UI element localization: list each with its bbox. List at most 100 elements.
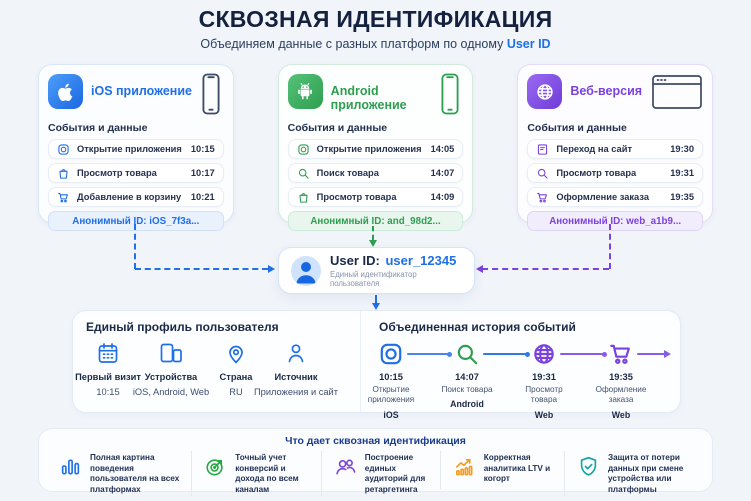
event-time: 14:09 bbox=[430, 192, 455, 202]
benefit-accurate-conversions: Точный учет конверсий и дохода по всем к… bbox=[191, 451, 321, 496]
user-id-card: User ID: user_12345 Единый идентификатор… bbox=[278, 247, 475, 294]
user-avatar-icon bbox=[291, 255, 321, 286]
platform-cards-row: iOS приложение События и данные Открытие… bbox=[38, 64, 714, 231]
person-icon bbox=[248, 341, 344, 366]
field-value: RU bbox=[229, 387, 243, 397]
field-value: iOS, Android, Web bbox=[132, 387, 210, 397]
event-label: Просмотр товара bbox=[556, 168, 637, 178]
arrowhead-left-icon bbox=[476, 265, 483, 273]
user-id-value: user_12345 bbox=[385, 253, 457, 268]
cart-icon bbox=[536, 191, 549, 204]
android-event-row-3: Просмотр товара 14:09 bbox=[287, 187, 464, 207]
smartphone-icon bbox=[437, 72, 463, 116]
page-title: СКВОЗНАЯ ИДЕНТИФИКАЦИЯ bbox=[198, 6, 553, 32]
bag-icon bbox=[297, 191, 310, 204]
benefit-text: Корректная аналитика LTV и когорт bbox=[483, 453, 551, 484]
arrowhead-right-icon bbox=[268, 265, 275, 273]
user-id-description: Единый идентификатор пользователя bbox=[330, 270, 417, 288]
ios-to-userid-arrow bbox=[134, 224, 136, 269]
subtitle-userid-highlight: User ID bbox=[506, 37, 551, 51]
android-anonymous-id-badge: Анонимный ID: and_98d2... bbox=[287, 211, 464, 231]
event-label: Просмотр товара bbox=[316, 192, 397, 202]
profile-field-source: Источник Приложения и сайт bbox=[248, 341, 344, 397]
event-time: 19:31 bbox=[532, 372, 556, 382]
event-label: Открытие приложения bbox=[367, 385, 415, 405]
trend-up-icon bbox=[453, 455, 476, 478]
event-label: Открытие приложения bbox=[77, 144, 182, 154]
timeline-connector bbox=[407, 351, 452, 357]
benefit-full-picture: Полная картина поведения пользователя на… bbox=[47, 451, 191, 496]
bar-chart-icon bbox=[59, 455, 82, 478]
android-card-title: Android приложение bbox=[330, 84, 407, 112]
timeline-connector bbox=[483, 351, 530, 357]
event-time: 14:07 bbox=[430, 168, 455, 178]
target-icon bbox=[204, 455, 227, 478]
globe-icon bbox=[527, 74, 563, 109]
userid-to-panel-arrow bbox=[375, 295, 377, 304]
ios-events-label: События и данные bbox=[48, 122, 148, 134]
web-to-userid-arrow bbox=[609, 224, 611, 269]
smartphone-icon bbox=[198, 72, 224, 116]
event-platform: Web bbox=[611, 409, 631, 420]
event-time: 10:15 bbox=[190, 144, 215, 154]
ios-to-userid-arrow bbox=[135, 268, 268, 270]
audience-icon bbox=[334, 455, 357, 478]
event-label: Переход на сайт bbox=[556, 144, 632, 154]
event-label: Поиск товара bbox=[441, 385, 493, 394]
ios-platform-card: iOS приложение События и данные Открытие… bbox=[38, 64, 234, 231]
android-events-label: События и данные bbox=[287, 122, 388, 134]
app-open-icon bbox=[57, 143, 70, 156]
field-label: Первый визит bbox=[75, 372, 141, 382]
calendar-icon bbox=[68, 341, 148, 366]
android-to-userid-arrow bbox=[372, 226, 374, 240]
web-anonymous-id-badge: Анонимный ID: web_a1b9... bbox=[527, 211, 704, 231]
search-icon bbox=[435, 341, 499, 367]
profile-field-devices: Устройства iOS, Android, Web bbox=[131, 341, 211, 397]
history-title: Объединенная история событий bbox=[379, 320, 576, 334]
web-card-header: Веб-версия bbox=[527, 72, 703, 118]
unified-data-panel: Единый профиль пользователя Первый визит… bbox=[72, 310, 681, 420]
android-event-row-1: Открытие приложения 14:05 bbox=[287, 139, 464, 159]
search-icon bbox=[297, 167, 310, 180]
app-open-icon bbox=[359, 341, 423, 367]
event-label: Поиск товара bbox=[316, 168, 379, 178]
ios-event-row-1: Открытие приложения 10:15 bbox=[48, 139, 224, 159]
bag-icon bbox=[57, 167, 70, 180]
page-subtitle: Объединяем данные с разных платформ по о… bbox=[0, 37, 751, 51]
event-time: 19:35 bbox=[670, 192, 695, 202]
benefits-row: Полная картина поведения пользователя на… bbox=[47, 451, 704, 496]
event-time: 10:21 bbox=[190, 192, 215, 202]
event-time: 10:15 bbox=[379, 372, 403, 382]
ios-event-row-3: Добавление в корзину 10:21 bbox=[48, 187, 224, 207]
browser-icon bbox=[651, 72, 703, 112]
user-id-text: User ID: user_12345 Единый идентификатор… bbox=[330, 253, 462, 288]
ios-card-title: iOS приложение bbox=[91, 84, 192, 98]
history-event-4: 19:35 Оформление заказа Web bbox=[589, 341, 653, 420]
benefits-panel: Что дает сквозная идентификация Полная к… bbox=[38, 428, 713, 496]
field-label: Страна bbox=[219, 372, 253, 382]
location-pin-icon bbox=[196, 341, 276, 366]
field-label: Источник bbox=[274, 372, 318, 382]
web-card-title: Веб-версия bbox=[570, 84, 643, 98]
timeline-connector-arrow bbox=[637, 350, 671, 358]
profile-field-country: Страна RU bbox=[196, 341, 276, 397]
benefit-data-protection: Защита от потери данных при смене устрой… bbox=[563, 451, 704, 496]
event-time: 10:17 bbox=[190, 168, 215, 178]
cart-icon bbox=[589, 341, 653, 367]
event-label: Просмотр товара bbox=[525, 385, 563, 405]
event-label: Оформление заказа bbox=[595, 385, 647, 405]
web-to-userid-arrow bbox=[482, 268, 609, 270]
benefit-unified-audiences: Построение единых аудиторий для ретаргет… bbox=[320, 451, 440, 496]
event-time: 14:05 bbox=[430, 144, 455, 154]
event-platform: Web bbox=[534, 409, 554, 420]
benefits-title: Что дает сквозная идентификация bbox=[285, 435, 466, 447]
timeline-connector bbox=[560, 351, 607, 357]
android-card-header: Android приложение bbox=[287, 72, 464, 118]
history-event-1: 10:15 Открытие приложения iOS bbox=[359, 341, 423, 420]
android-event-row-2: Поиск товара 14:07 bbox=[287, 163, 464, 183]
profile-title: Единый профиль пользователя bbox=[86, 320, 279, 334]
apple-icon bbox=[48, 74, 83, 109]
search-icon bbox=[536, 167, 549, 180]
benefit-text: Точный учет конверсий и дохода по всем к… bbox=[235, 453, 299, 494]
